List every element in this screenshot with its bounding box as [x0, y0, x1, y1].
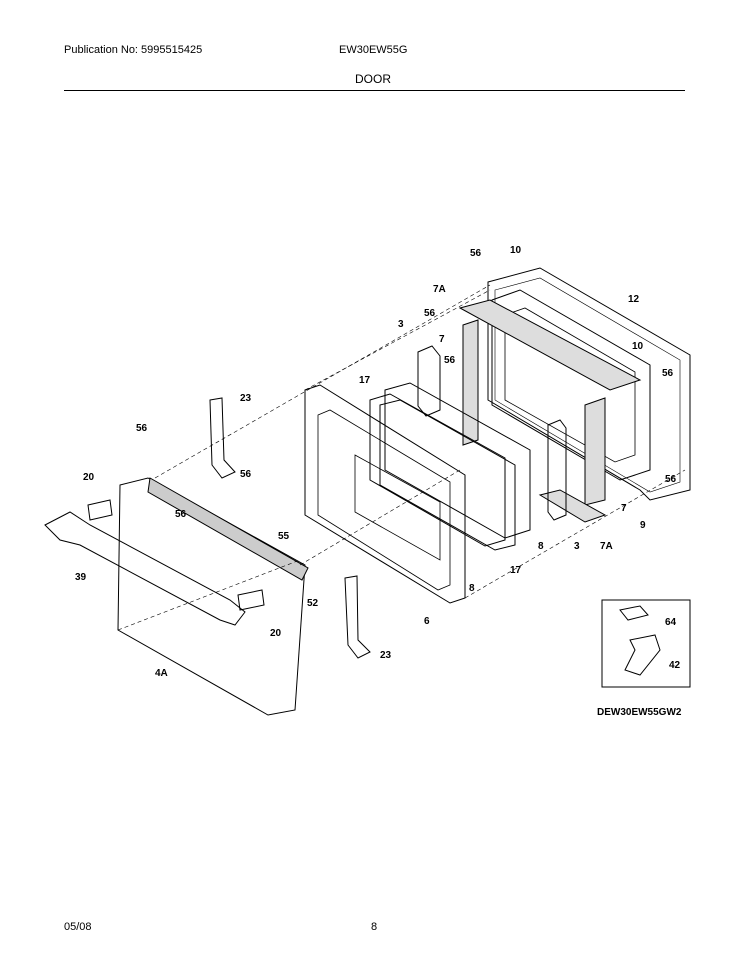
callout-56-lower: 56: [175, 509, 187, 520]
header-rule: [64, 90, 685, 91]
callout-42: 42: [669, 660, 681, 671]
callout-7-bottom: 7: [621, 503, 627, 514]
hinge-lower: [344, 575, 371, 659]
glass-panel-mid: [369, 393, 506, 547]
insulation-right: [584, 397, 606, 506]
handle-end-cap-left: [87, 499, 113, 521]
callout-7a-bottom: 7A: [600, 541, 613, 552]
footer-date: 05/08: [64, 921, 92, 933]
callout-39: 39: [75, 572, 87, 583]
callout-17-bottom: 17: [510, 565, 522, 576]
callout-10-top: 10: [510, 245, 522, 256]
callout-7-top: 7: [439, 334, 445, 345]
callout-7a-top: 7A: [433, 284, 446, 295]
inner-liner: [491, 289, 651, 481]
callout-56-top: 56: [470, 248, 482, 259]
callout-23-top: 23: [240, 393, 252, 404]
callout-20-left: 20: [83, 472, 95, 483]
callout-64: 64: [665, 617, 677, 628]
drawing-code: DEW30EW55GW2: [597, 707, 682, 718]
callout-56-mid: 56: [424, 308, 436, 319]
insulation-bottom: [538, 489, 607, 523]
hinge-upper: [209, 397, 236, 479]
bracket-part: [624, 634, 661, 676]
callout-20-right: 20: [270, 628, 282, 639]
callout-23-bottom: 23: [380, 650, 392, 661]
callout-4a: 4A: [155, 668, 168, 679]
publication-number: Publication No: 5995515425: [64, 44, 203, 56]
callout-3-bottom: 3: [574, 541, 580, 552]
model-number: EW30EW55G: [339, 44, 408, 56]
callout-56-right: 56: [662, 368, 674, 379]
callout-56-hinge: 56: [136, 423, 148, 434]
callout-56-panel: 56: [240, 469, 252, 480]
clip-part: [619, 605, 649, 621]
callout-3-top: 3: [398, 319, 404, 330]
callout-17-top: 17: [359, 375, 371, 386]
callout-56-left: 56: [444, 355, 456, 366]
insulation-top: [458, 299, 642, 391]
door-handle: [44, 511, 246, 626]
callout-55: 55: [278, 531, 290, 542]
callout-9: 9: [640, 520, 646, 531]
side-bracket-right: [547, 419, 567, 521]
callout-56-bottom-right: 56: [665, 474, 677, 485]
callout-8-bottom: 8: [469, 583, 475, 594]
callout-10-right: 10: [632, 341, 644, 352]
callout-8-right: 8: [538, 541, 544, 552]
section-title: DOOR: [355, 72, 391, 86]
side-bracket-left: [417, 345, 441, 417]
insulation-side: [462, 319, 479, 446]
inset-box: [601, 599, 691, 688]
page-number: 8: [371, 921, 378, 933]
glass-panel-inner: [379, 399, 516, 551]
callout-6: 6: [424, 616, 430, 627]
handle-end-cap-right: [237, 589, 265, 611]
callout-12: 12: [628, 294, 640, 305]
door-gasket-frame: [487, 267, 691, 501]
callout-52: 52: [307, 598, 319, 609]
glass-panel-outer: [384, 382, 531, 539]
